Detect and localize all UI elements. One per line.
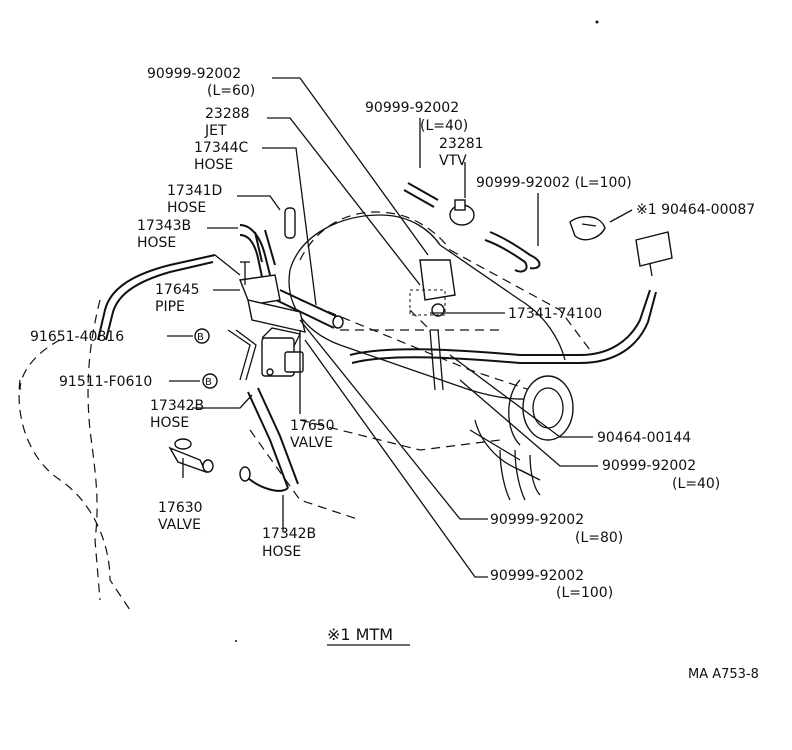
label-90999-92002-l80-number: 90999-92002 [490,512,584,528]
label-90999-92002-l60-number: 90999-92002 [147,66,241,82]
label-17344c-number: 17344C [194,140,249,156]
engine-outline [18,211,591,611]
label-91651-ref: B [197,332,204,343]
label-90999-92002-l60-length: (L=60) [207,83,255,99]
hose-17344c [275,289,344,329]
label-23281-number: 23281 [439,136,484,152]
label-91651-40816: 91651-40816 [30,329,124,345]
pipe-17645 [97,254,241,341]
label-90999-92002-l40-top-number: 90999-92002 [365,100,459,116]
hose-17341d [284,207,296,239]
label-91511-ref: B [205,377,212,388]
label-90464-00144: 90464-00144 [597,430,691,446]
vtv-23281 [449,199,475,226]
label-17650-name: VALVE [290,435,333,451]
footnote-mtm: ※1 MTM [327,625,393,644]
label-90999-92002-l100-top: 90999-92002 (L=100) [476,175,632,191]
label-17343b-number: 17343B [137,218,191,234]
label-17341d-number: 17341D [167,183,222,199]
label-17630-name: VALVE [158,517,201,533]
label-17630-number: 17630 [158,500,203,516]
label-90999-92002-l40-right-length: (L=40) [672,476,720,492]
label-90999-92002-l40-right-number: 90999-92002 [602,458,696,474]
label-17342b-lower-number: 17342B [262,526,316,542]
label-17343b-name: HOSE [137,235,176,251]
diagram-code: MA A753-8 [688,667,759,682]
stray-dot [235,640,237,642]
leader-lines [167,77,633,578]
hose-90999-l100-top [484,231,541,273]
label-17342b-lower-name: HOSE [262,544,301,560]
label-23288-number: 23288 [205,106,250,122]
clip-90464-00087 [569,215,606,241]
label-90999-92002-l100-bottom-number: 90999-92002 [490,568,584,584]
hose-17343b [239,224,276,278]
hose-17342b-upper [239,387,299,492]
hose-90999-l40-top [403,182,439,208]
label-91511-f0610: 91511-F0610 [59,374,152,390]
label-90999-92002-l80-length: (L=80) [575,530,623,546]
label-17650-number: 17650 [290,418,335,434]
label-17341-74100: 17341-74100 [508,306,602,322]
label-90999-92002-l40-top-length: (L=40) [420,118,468,134]
hoses-lower-right [499,449,541,501]
jet-23288 [409,259,456,391]
label-17645-number: 17645 [155,282,200,298]
label-23288-name: JET [204,123,227,139]
label-17645-name: PIPE [155,299,185,315]
vsv-bracket [635,231,673,277]
valve-17630 [168,438,214,474]
bracket-assembly [227,261,306,381]
label-23281-name: VTV [439,153,467,169]
hose-17341-74100 [349,289,657,364]
label-90999-92002-l100-bottom-length: (L=100) [556,585,613,601]
label-17341d-name: HOSE [167,200,206,216]
valve-17650 [261,327,304,377]
part-labels: 90999-92002 (L=60) 23288 JET 17344C HOSE… [30,66,759,682]
stray-dot [595,20,599,24]
label-17342b-upper-name: HOSE [150,415,189,431]
label-17342b-upper-number: 17342B [150,398,204,414]
label-90464-00087: ※1 90464-00087 [636,202,755,218]
label-17344c-name: HOSE [194,157,233,173]
